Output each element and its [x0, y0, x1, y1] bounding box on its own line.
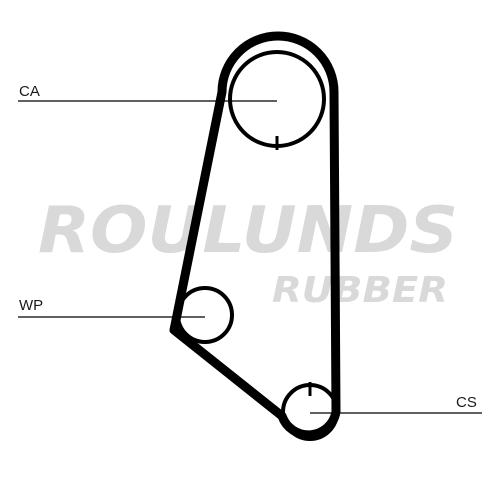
- roulunds-rubber-logo: ROULUNDS RUBBER: [38, 194, 458, 311]
- timing-belt: [169, 31, 341, 440]
- crankshaft-pulley: [281, 382, 339, 441]
- wp-label: WP: [19, 297, 43, 314]
- cs-label: CS: [456, 394, 477, 411]
- logo-sub-text: RUBBER: [272, 270, 448, 311]
- camshaft-pulley: [228, 50, 326, 150]
- ca-label: CA: [19, 83, 40, 100]
- logo-brand-text: ROULUNDS: [38, 194, 458, 268]
- water-pump-pulley: [176, 286, 234, 344]
